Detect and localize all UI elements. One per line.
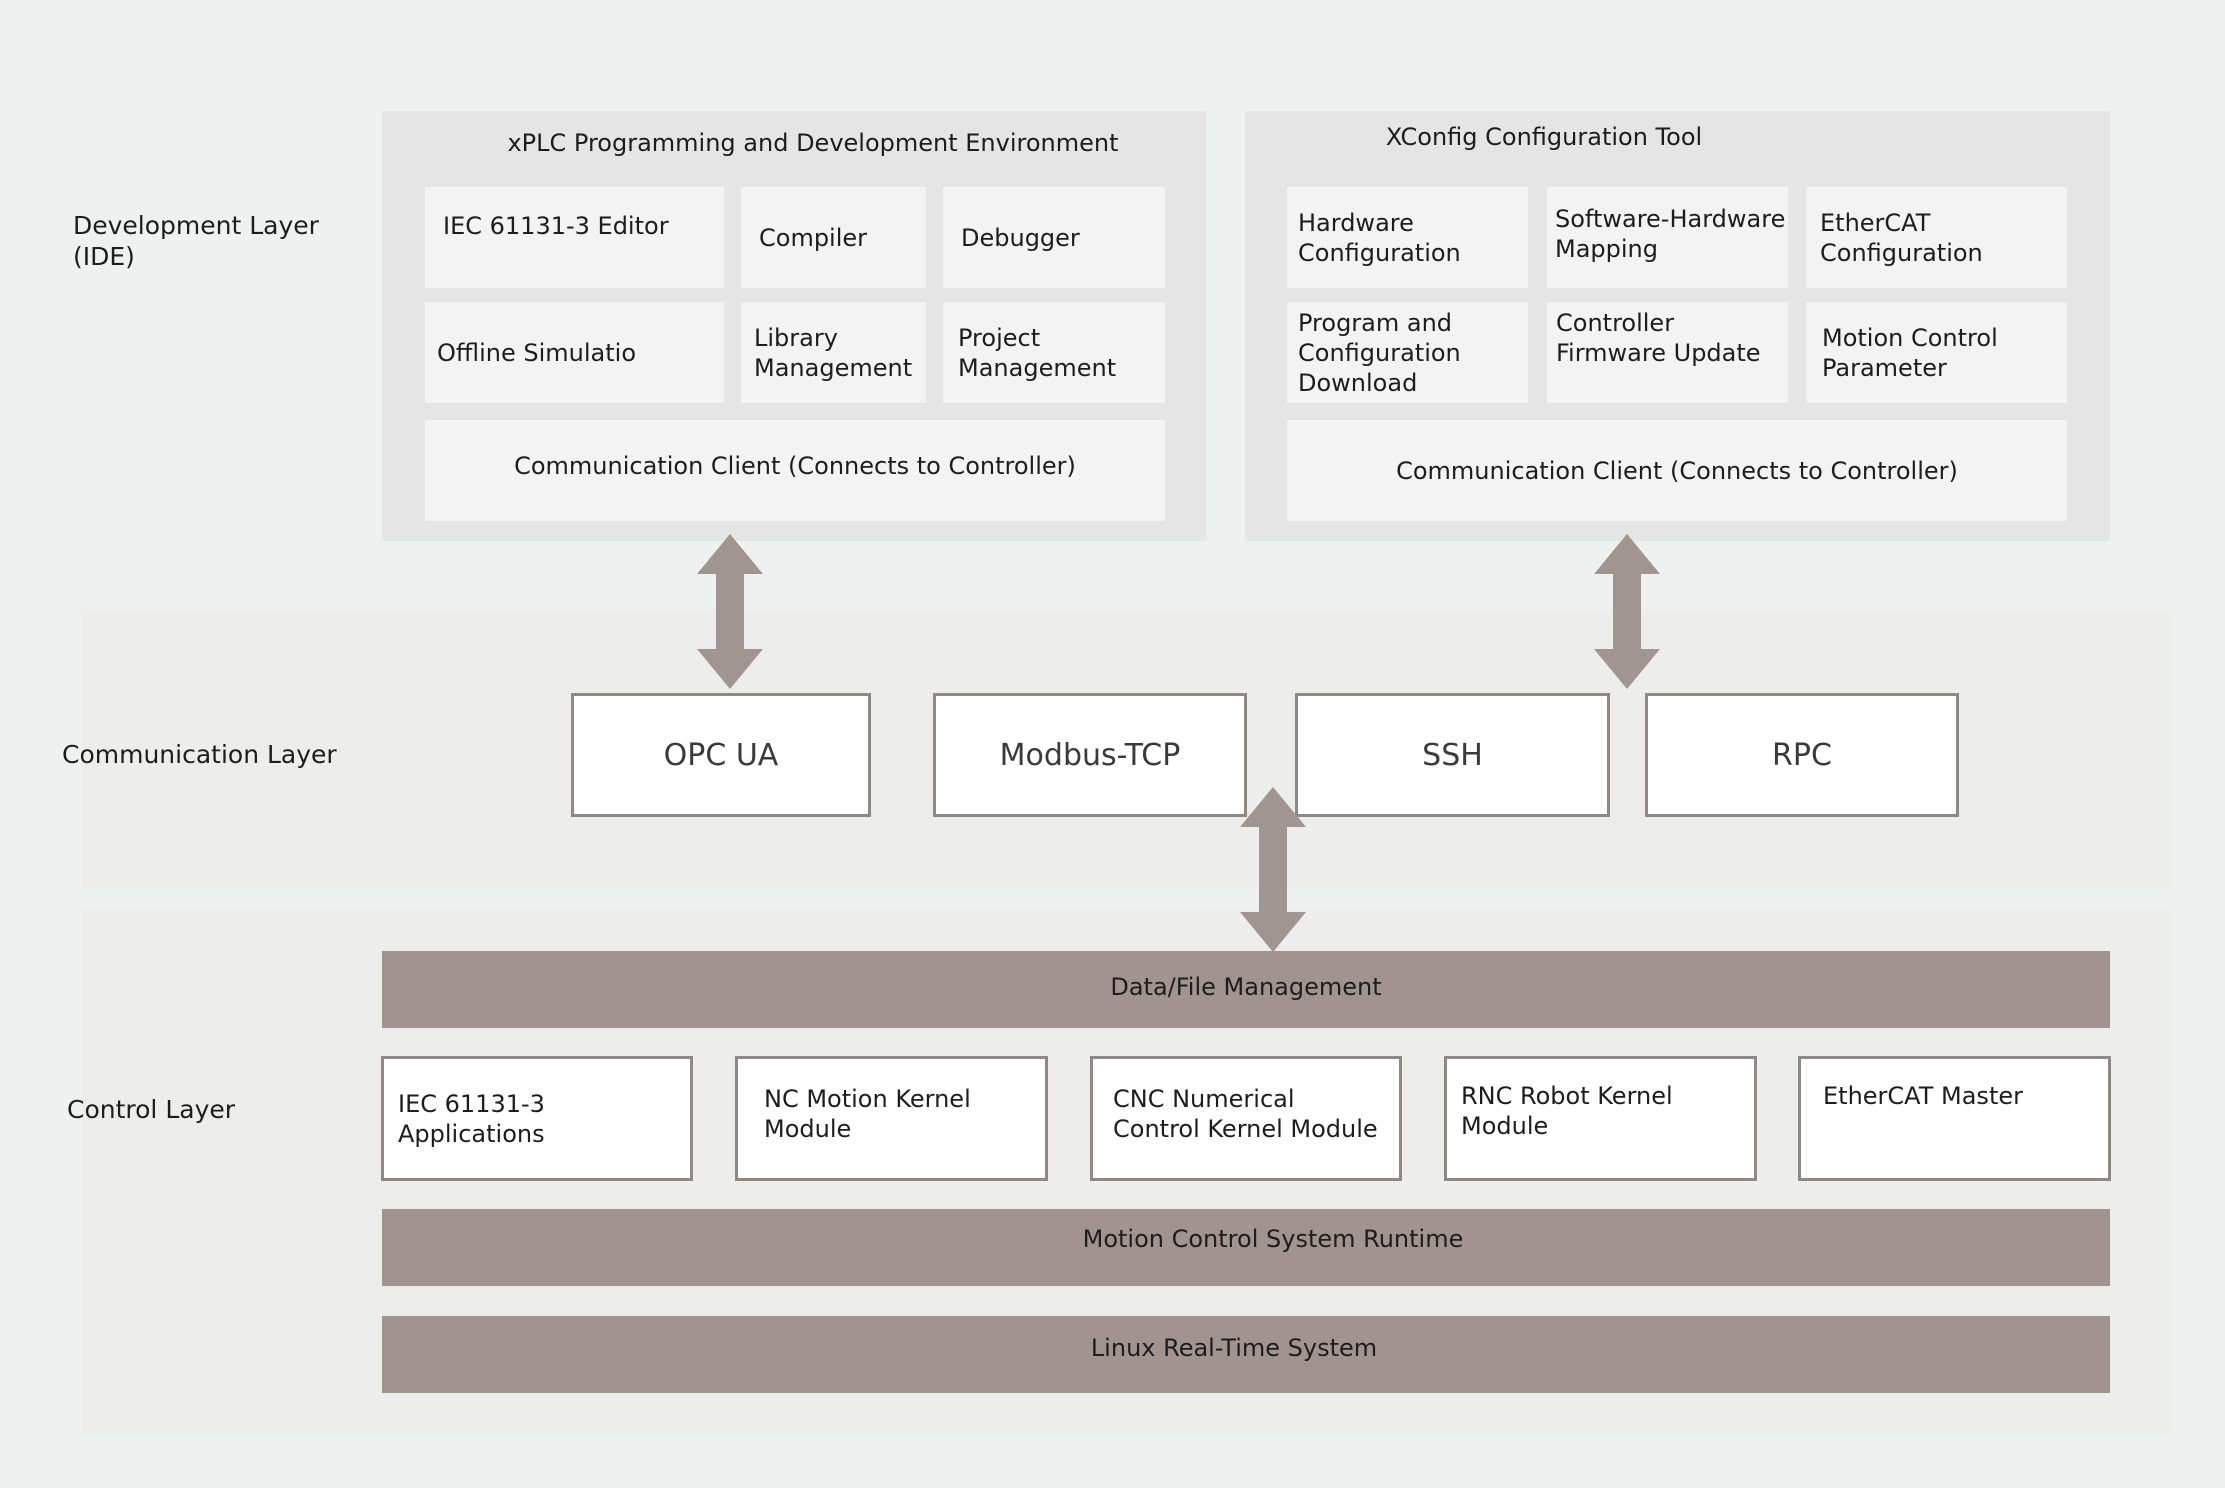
firmware-update-cell: Controller Firmware Update — [1547, 302, 1788, 403]
development-layer-label: Development Layer (IDE) — [73, 211, 319, 271]
ethercat-master-module: EtherCAT Master — [1798, 1056, 2111, 1181]
software-hardware-mapping-cell: Software-Hardware Mapping — [1547, 187, 1788, 288]
xplc-opcua-double-arrow — [697, 534, 763, 689]
iec-editor-cell: IEC 61131-3 Editor — [425, 187, 724, 288]
xplc-communication-client: Communication Client (Connects to Contro… — [425, 420, 1165, 521]
iec-applications-module: IEC 61131-3 Applications — [381, 1056, 693, 1181]
offline-simulation-cell: Offline Simulatio — [425, 302, 724, 403]
ssh-box: SSH — [1295, 693, 1610, 817]
control-layer-label: Control Layer — [67, 1095, 236, 1124]
communication-layer-label: Communication Layer — [62, 740, 337, 769]
linux-real-time-bar: Linux Real-Time System — [382, 1316, 2110, 1393]
xplc-panel-title: xPLC Programming and Development Environ… — [507, 129, 1119, 157]
ethercat-configuration-cell: EtherCAT Configuration — [1806, 187, 2067, 288]
motion-control-parameter-cell: Motion Control Parameter — [1806, 302, 2067, 403]
cnc-numerical-control-module: CNC Numerical Control Kernel Module — [1090, 1056, 1402, 1181]
xconfig-ssh-double-arrow — [1594, 534, 1660, 689]
modbus-tcp-box: Modbus-TCP — [933, 693, 1247, 817]
nc-motion-kernel-module: NC Motion Kernel Module — [735, 1056, 1048, 1181]
xconfig-communication-client: Communication Client (Connects to Contro… — [1287, 420, 2067, 521]
compiler-cell: Compiler — [741, 187, 926, 288]
library-management-cell: Library Management — [741, 302, 926, 403]
protocol-data-double-arrow — [1240, 787, 1306, 952]
motion-control-runtime-bar: Motion Control System Runtime — [382, 1209, 2110, 1286]
data-file-management-bar: Data/File Management — [382, 951, 2110, 1028]
program-download-cell: Program and Configuration Download — [1287, 302, 1528, 403]
opc-ua-box: OPC UA — [571, 693, 871, 817]
debugger-cell: Debugger — [943, 187, 1165, 288]
project-management-cell: Project Management — [943, 302, 1165, 403]
rpc-box: RPC — [1645, 693, 1959, 817]
xconfig-panel-title: XConfig Configuration Tool — [1385, 123, 1703, 151]
rnc-robot-kernel-module: RNC Robot Kernel Module — [1444, 1056, 1757, 1181]
hardware-configuration-cell: Hardware Configuration — [1287, 187, 1528, 288]
